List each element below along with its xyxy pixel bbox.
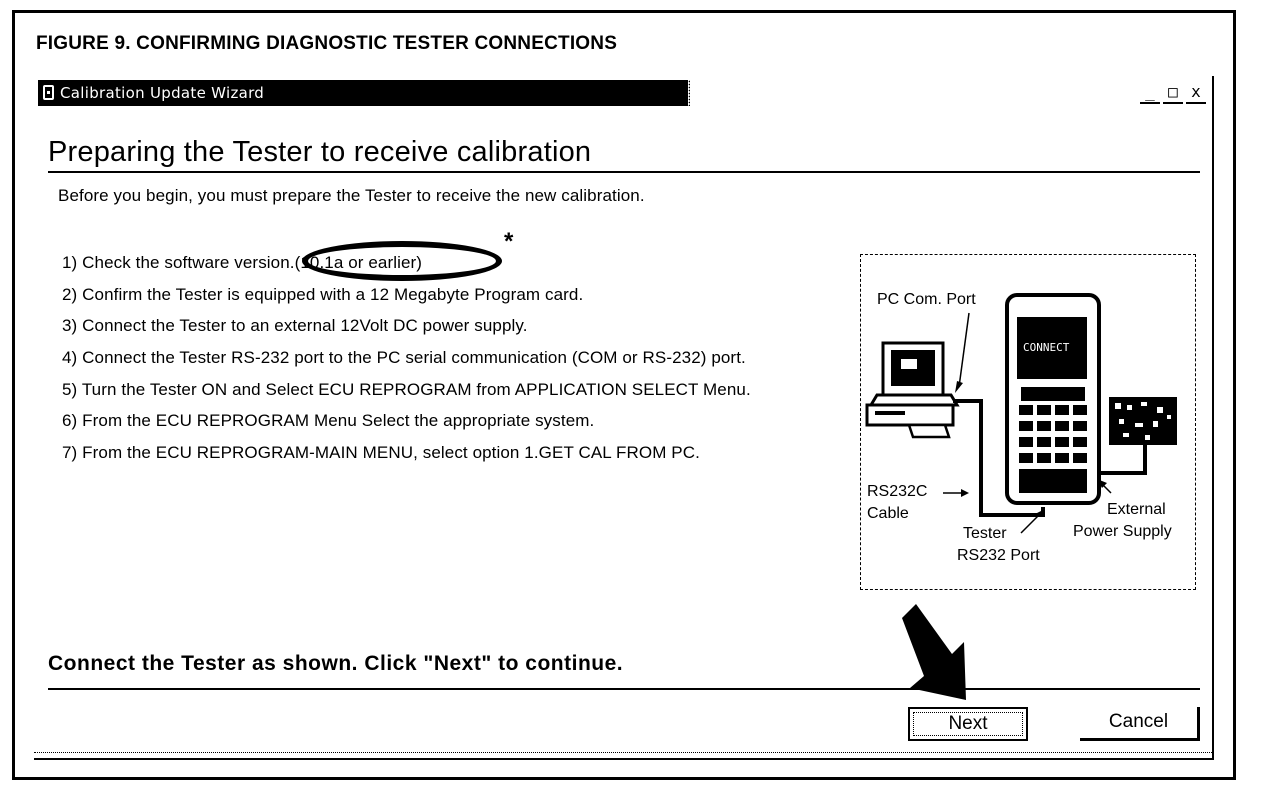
footer-divider bbox=[48, 688, 1200, 690]
connection-diagram: PC Com. Port CONNECT RS232C Cable Tester… bbox=[860, 254, 1196, 590]
step-item: 2) Confirm the Tester is equipped with a… bbox=[62, 284, 584, 304]
page-heading: Preparing the Tester to receive calibrat… bbox=[48, 136, 592, 168]
figure-frame bbox=[12, 10, 1236, 780]
window-controls: _ □ x bbox=[1140, 82, 1206, 104]
pc-computer-icon bbox=[865, 341, 960, 439]
app-icon bbox=[43, 85, 54, 100]
annotation-asterisk: * bbox=[504, 228, 514, 255]
title-bar[interactable]: Calibration Update Wizard bbox=[38, 80, 688, 106]
tester-screen-text: CONNECT bbox=[1023, 341, 1070, 354]
heading-divider bbox=[48, 171, 1200, 173]
step-item: 6) From the ECU REPROGRAM Menu Select th… bbox=[62, 411, 595, 431]
wizard-window bbox=[34, 76, 1214, 760]
tester-port-label-line2: RS232 Port bbox=[957, 547, 1040, 564]
step-item: 5) Turn the Tester ON and Select ECU REP… bbox=[62, 379, 751, 399]
tester-port-label-line1: Tester bbox=[963, 525, 1007, 542]
pc-port-label: PC Com. Port bbox=[877, 291, 976, 308]
minimize-button[interactable]: _ bbox=[1140, 82, 1160, 104]
window-title: Calibration Update Wizard bbox=[60, 84, 265, 102]
footer-instruction: Connect the Tester as shown. Click "Next… bbox=[48, 652, 624, 675]
version-highlight-ellipse bbox=[302, 241, 502, 281]
window-right-edge bbox=[1212, 76, 1214, 760]
power-supply-icon bbox=[1109, 397, 1177, 445]
intro-text: Before you begin, you must prepare the T… bbox=[58, 186, 645, 205]
connection-diagram-art bbox=[865, 293, 1177, 534]
window-bottom-edge-dotted bbox=[34, 752, 1212, 754]
close-button[interactable]: x bbox=[1186, 82, 1206, 104]
maximize-button[interactable]: □ bbox=[1163, 82, 1183, 104]
cable-label-line2: Cable bbox=[867, 505, 909, 522]
tester-device-icon bbox=[1005, 293, 1101, 505]
power-label-line1: External bbox=[1107, 501, 1166, 518]
steps-list: 1) Check the software version.(10.1a or … bbox=[62, 252, 751, 474]
arrow-pointer-icon bbox=[902, 604, 966, 700]
step-item: 7) From the ECU REPROGRAM-MAIN MENU, sel… bbox=[62, 443, 700, 463]
window-bottom-edge bbox=[34, 758, 1212, 760]
cancel-button[interactable]: Cancel bbox=[1080, 707, 1200, 741]
step-item: 3) Connect the Tester to an external 12V… bbox=[62, 316, 528, 336]
figure-caption: FIGURE 9. CONFIRMING DIAGNOSTIC TESTER C… bbox=[36, 33, 618, 54]
cable-label-line1: RS232C bbox=[867, 483, 928, 500]
power-label-line2: Power Supply bbox=[1073, 523, 1172, 540]
next-button[interactable]: Next bbox=[908, 707, 1028, 741]
title-bar-dither bbox=[676, 80, 690, 106]
step-item: 4) Connect the Tester RS-232 port to the… bbox=[62, 348, 746, 368]
